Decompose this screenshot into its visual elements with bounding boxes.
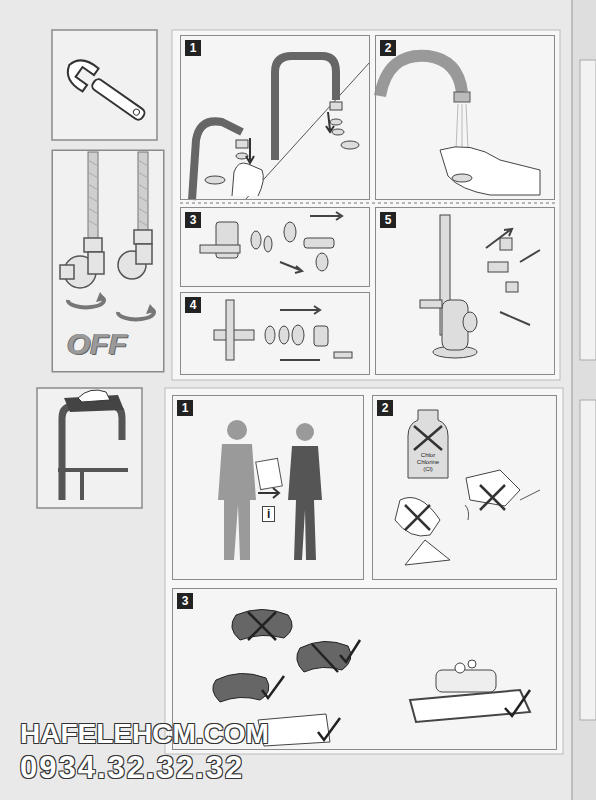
- callout-number: 1: [177, 400, 193, 416]
- bottle-label: Chlor Chlorine (Cl): [412, 452, 444, 473]
- valve-panel: OFF: [52, 150, 164, 372]
- callout-number: 4: [185, 297, 201, 313]
- step-panel: 2: [375, 35, 555, 200]
- watermark-phone: 0934.32.32.32: [20, 750, 244, 786]
- callout-number: 3: [177, 593, 193, 609]
- off-label: OFF: [67, 327, 127, 361]
- step-panel: 5: [375, 207, 555, 375]
- step-panel: 1: [172, 395, 364, 580]
- step-panel: 4: [180, 292, 370, 375]
- callout-number: 5: [380, 212, 396, 228]
- step-panel: 3: [180, 207, 370, 287]
- step-panel: 1: [180, 35, 370, 200]
- callout-number: 3: [185, 212, 201, 228]
- callout-number: 2: [380, 40, 396, 56]
- info-icon: i: [262, 506, 275, 522]
- watermark: HAFELEHCM.COM: [20, 718, 269, 750]
- callout-number: 1: [185, 40, 201, 56]
- callout-number: 2: [377, 400, 393, 416]
- step-panel: 2: [372, 395, 557, 580]
